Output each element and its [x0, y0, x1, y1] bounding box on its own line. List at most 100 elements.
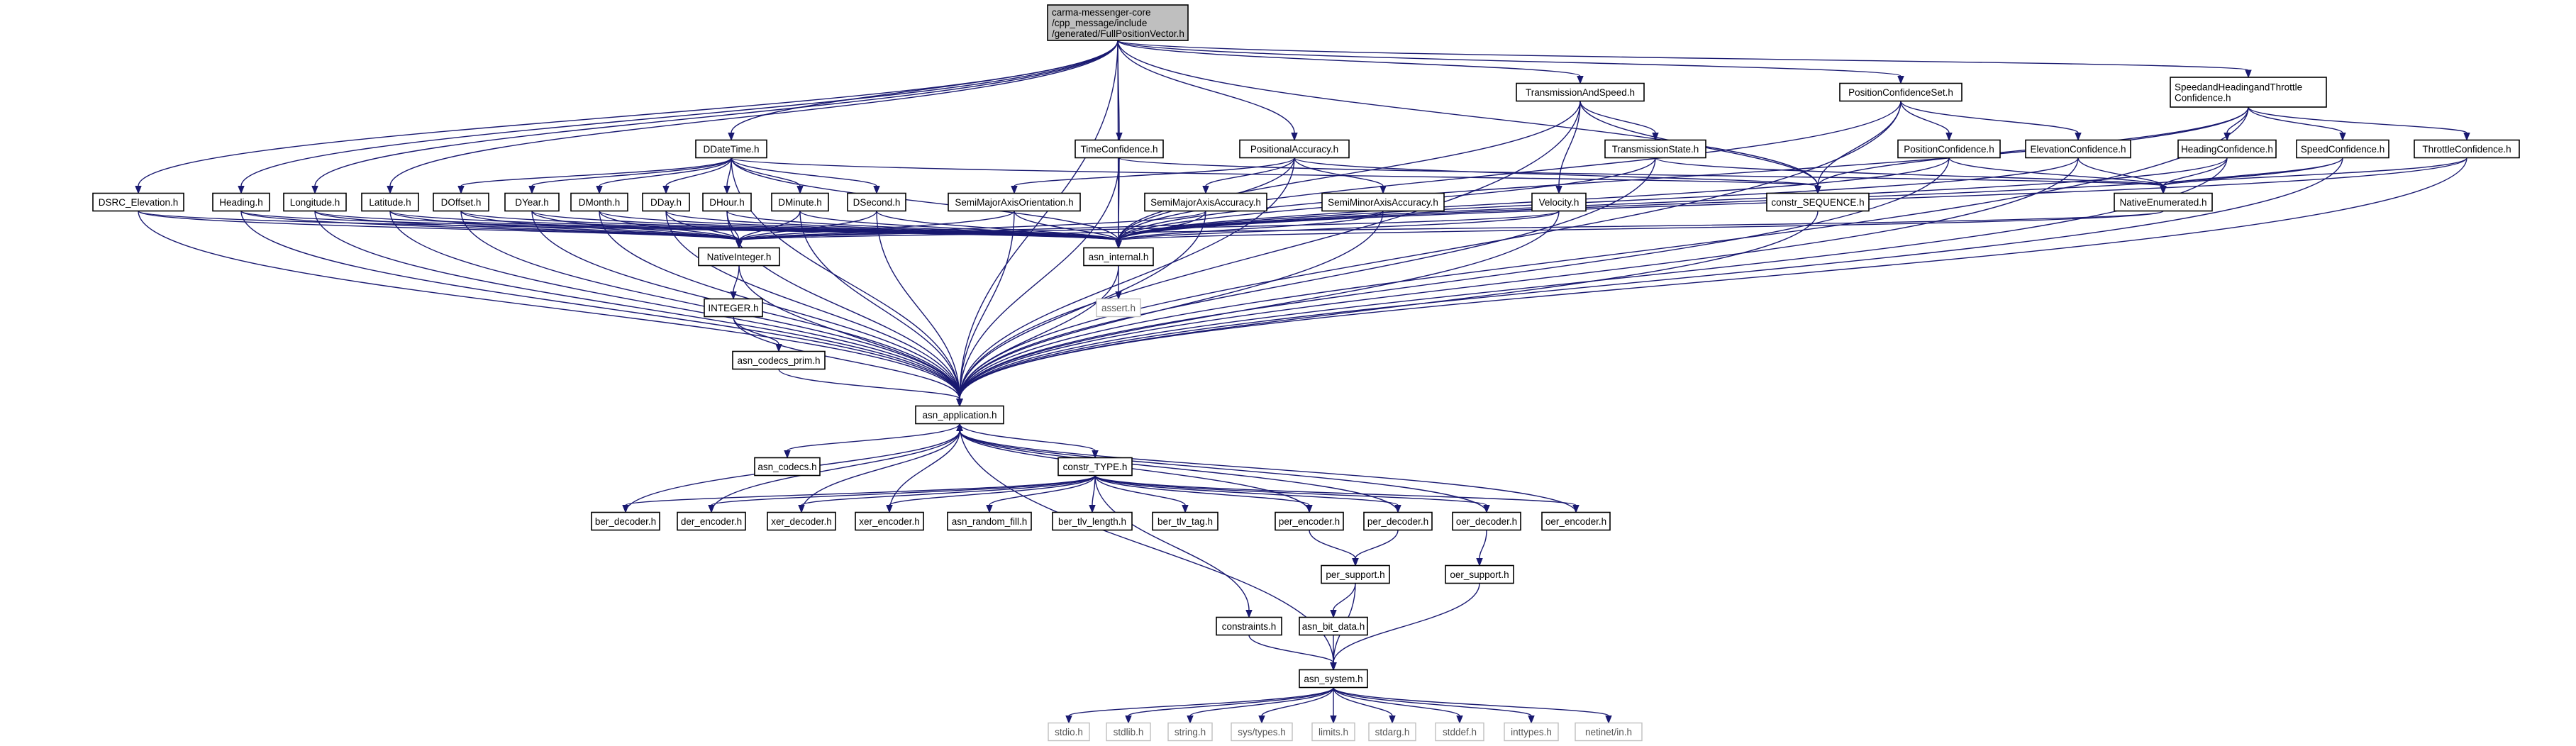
node-oer-encoder[interactable]: oer_encoder.h [1541, 511, 1611, 531]
node-xer-encoder[interactable]: xer_encoder.h [855, 511, 924, 531]
node-oer-decoder[interactable]: oer_decoder.h [1452, 511, 1521, 531]
node-ber-decoder[interactable]: ber_decoder.h [591, 511, 660, 531]
node-asn-system[interactable]: asn_system.h [1299, 669, 1368, 689]
node-per-encoder[interactable]: per_encoder.h [1275, 511, 1344, 531]
node-label: PositionConfidence.h [1904, 144, 1994, 155]
arrowhead [796, 186, 804, 194]
node-label: Velocity.h [1539, 197, 1580, 208]
node-box [915, 405, 1004, 425]
node-label: DMonth.h [579, 197, 621, 208]
node-dday[interactable]: DDay.h [642, 192, 690, 212]
node-box [504, 192, 560, 212]
edge-line [1117, 40, 2249, 71]
node-asn-application[interactable]: asn_application.h [915, 405, 1004, 425]
node-per-support[interactable]: per_support.h [1321, 564, 1390, 584]
edge-line [1294, 157, 1384, 187]
node-transmission-state[interactable]: TransmissionState.h [1604, 139, 1706, 159]
node-dyear[interactable]: DYear.h [504, 192, 560, 212]
node-latitude[interactable]: Latitude.h [361, 192, 419, 212]
edge-line [1333, 686, 1609, 717]
node-asn-internal[interactable]: asn_internal.h [1083, 247, 1154, 267]
edge-line [1118, 210, 1560, 242]
node-positional-accuracy[interactable]: PositionalAccuracy.h [1239, 139, 1350, 159]
node-position-confidence[interactable]: PositionConfidence.h [1897, 139, 2001, 159]
node-label: asn_codecs.h [757, 462, 816, 472]
node-native-enumerated[interactable]: NativeEnumerated.h [2114, 192, 2213, 212]
node-constr-sequence[interactable]: constr_SEQUENCE.h [1766, 192, 1870, 212]
node-native-integer[interactable]: NativeInteger.h [698, 247, 780, 267]
edge-line [240, 40, 1118, 186]
node-speed-confidence[interactable]: SpeedConfidence.h [2296, 139, 2389, 159]
arrowhead [2339, 133, 2346, 141]
node-box [1106, 722, 1151, 742]
node-dminute[interactable]: DMinute.h [771, 192, 829, 212]
edge-line [1900, 101, 1950, 133]
node-heading[interactable]: Heading.h [212, 192, 270, 212]
node-elevation-confidence[interactable]: ElevationConfidence.h [2025, 139, 2131, 159]
node-box [1897, 139, 2001, 159]
node-velocity[interactable]: Velocity.h [1531, 192, 1587, 212]
node-box [1152, 511, 1218, 531]
arrowhead [1116, 133, 1123, 141]
edge-line [731, 40, 1118, 133]
node-per-decoder[interactable]: per_decoder.h [1363, 511, 1433, 531]
edge-line [1118, 157, 2079, 241]
node-box [92, 192, 184, 212]
node-semi-minor-axis-accuracy[interactable]: SemiMinorAxisAccuracy.h [1321, 192, 1445, 212]
edge-constraints-to-asn-system [1248, 635, 1337, 671]
arrowhead [775, 344, 782, 352]
edge-line [1118, 157, 1120, 241]
node-semi-major-axis-accuracy[interactable]: SemiMajorAxisAccuracy.h [1144, 192, 1267, 212]
edge-native-enumerated-to-native-integer [735, 210, 2164, 249]
node-label: DYear.h [515, 197, 549, 208]
node-throttle-confidence[interactable]: ThrottleConfidence.h [2414, 139, 2520, 159]
node-asn-bit-data[interactable]: asn_bit_data.h [1299, 616, 1368, 636]
node-der-encoder[interactable]: der_encoder.h [677, 511, 746, 531]
arrowhead [1330, 662, 1337, 671]
node-asn-random-fill[interactable]: asn_random_fill.h [947, 511, 1032, 531]
edge-line [1333, 583, 1356, 611]
node-stdio: stdio.h [1048, 722, 1090, 742]
edge-root-to-positional-accuracy [1117, 40, 1298, 141]
node-label: asn_internal.h [1089, 252, 1149, 262]
edge-constr-sequence-to-asn-application [956, 211, 1819, 407]
edge-root-to-speedand-headingand-throttle-confidence [1117, 40, 2252, 79]
edge-positional-accuracy-to-semi-minor-axis-accuracy [1294, 157, 1387, 194]
edge-constr-type-to-ber-tlv-tag [1094, 475, 1189, 513]
node-constr-type[interactable]: constr_TYPE.h [1057, 457, 1133, 477]
node-stddef: stddef.h [1435, 722, 1484, 742]
node-integer[interactable]: INTEGER.h [704, 298, 763, 318]
node-asn-codecs[interactable]: asn_codecs.h [754, 457, 821, 477]
node-box [591, 511, 660, 531]
node-position-confidence-set[interactable]: PositionConfidenceSet.h [1839, 82, 1962, 102]
node-dhour[interactable]: DHour.h [702, 192, 752, 212]
node-longitude[interactable]: Longitude.h [283, 192, 347, 212]
node-dsecond[interactable]: DSecond.h [847, 192, 906, 212]
node-label: SpeedandHeadingandThrottle [2175, 82, 2302, 93]
edge-line [959, 211, 1206, 399]
edge-per-decoder-to-per-support [1352, 530, 1399, 567]
node-asn-codecs-prim[interactable]: asn_codecs_prim.h [732, 350, 826, 370]
node-heading-confidence[interactable]: HeadingConfidence.h [2177, 139, 2277, 159]
node-ber-tlv-length[interactable]: ber_tlv_length.h [1052, 511, 1133, 531]
node-time-confidence[interactable]: TimeConfidence.h [1075, 139, 1164, 159]
node-ddate-time[interactable]: DDateTime.h [695, 139, 767, 159]
arrowhead [1456, 716, 1463, 724]
node-semi-major-axis-orientation[interactable]: SemiMajorAxisOrientation.h [948, 192, 1081, 212]
node-oer-support[interactable]: oer_support.h [1445, 564, 1514, 584]
node-doffset[interactable]: DOffset.h [433, 192, 489, 212]
arrowhead [1258, 716, 1265, 724]
node-constraints[interactable]: constraints.h [1216, 616, 1282, 636]
node-dmonth[interactable]: DMonth.h [570, 192, 628, 212]
node-label: /cpp_message/include [1052, 18, 1147, 28]
node-xer-decoder[interactable]: xer_decoder.h [767, 511, 836, 531]
edge-ddate-time-to-doffset [457, 157, 732, 194]
node-ber-tlv-tag[interactable]: ber_tlv_tag.h [1152, 511, 1218, 531]
edge-line [959, 265, 1119, 399]
node-sys-types: sys/types.h [1231, 722, 1293, 742]
node-box [1766, 192, 1870, 212]
edge-line [599, 211, 960, 399]
node-dsrc-elevation[interactable]: DSRC_Elevation.h [92, 192, 184, 212]
node-transmission-and-speed[interactable]: TransmissionAndSpeed.h [1516, 82, 1645, 102]
